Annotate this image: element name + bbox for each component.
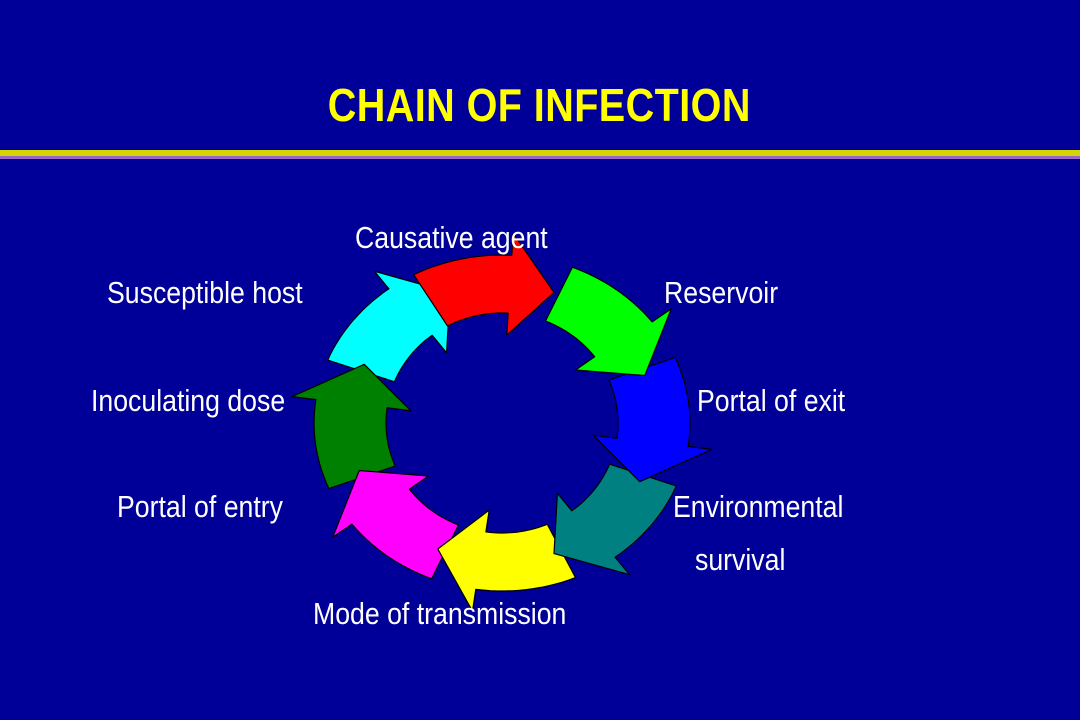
label-portal-of-exit: Portal of exit xyxy=(697,383,846,418)
label-reservoir: Reservoir xyxy=(664,275,779,310)
title-underline xyxy=(0,150,1080,156)
cycle-arrow-causative-agent xyxy=(413,232,555,336)
cycle-arrow-inoculating-dose xyxy=(291,363,412,490)
cycle-arrow-mode-of-transmission xyxy=(437,509,577,612)
slide-title: CHAIN OF INFECTION xyxy=(327,79,751,131)
label-survival: survival xyxy=(695,542,786,577)
label-environmental: Environmental xyxy=(673,489,844,524)
cycle-arrow-reservoir xyxy=(544,266,672,377)
label-causative-agent: Causative agent xyxy=(355,220,548,255)
title-underline-accent xyxy=(0,156,1080,159)
label-inoculating-dose: Inoculating dose xyxy=(91,383,286,418)
label-portal-of-entry: Portal of entry xyxy=(117,489,283,524)
label-susceptible-host: Susceptible host xyxy=(107,275,303,310)
cycle-arrow-portal-of-entry xyxy=(332,469,460,580)
label-mode-of-transmission: Mode of transmission xyxy=(313,596,567,631)
cycle-arrow-portal-of-exit xyxy=(592,356,713,483)
cycle-arrow-environmental-survival xyxy=(553,463,677,576)
